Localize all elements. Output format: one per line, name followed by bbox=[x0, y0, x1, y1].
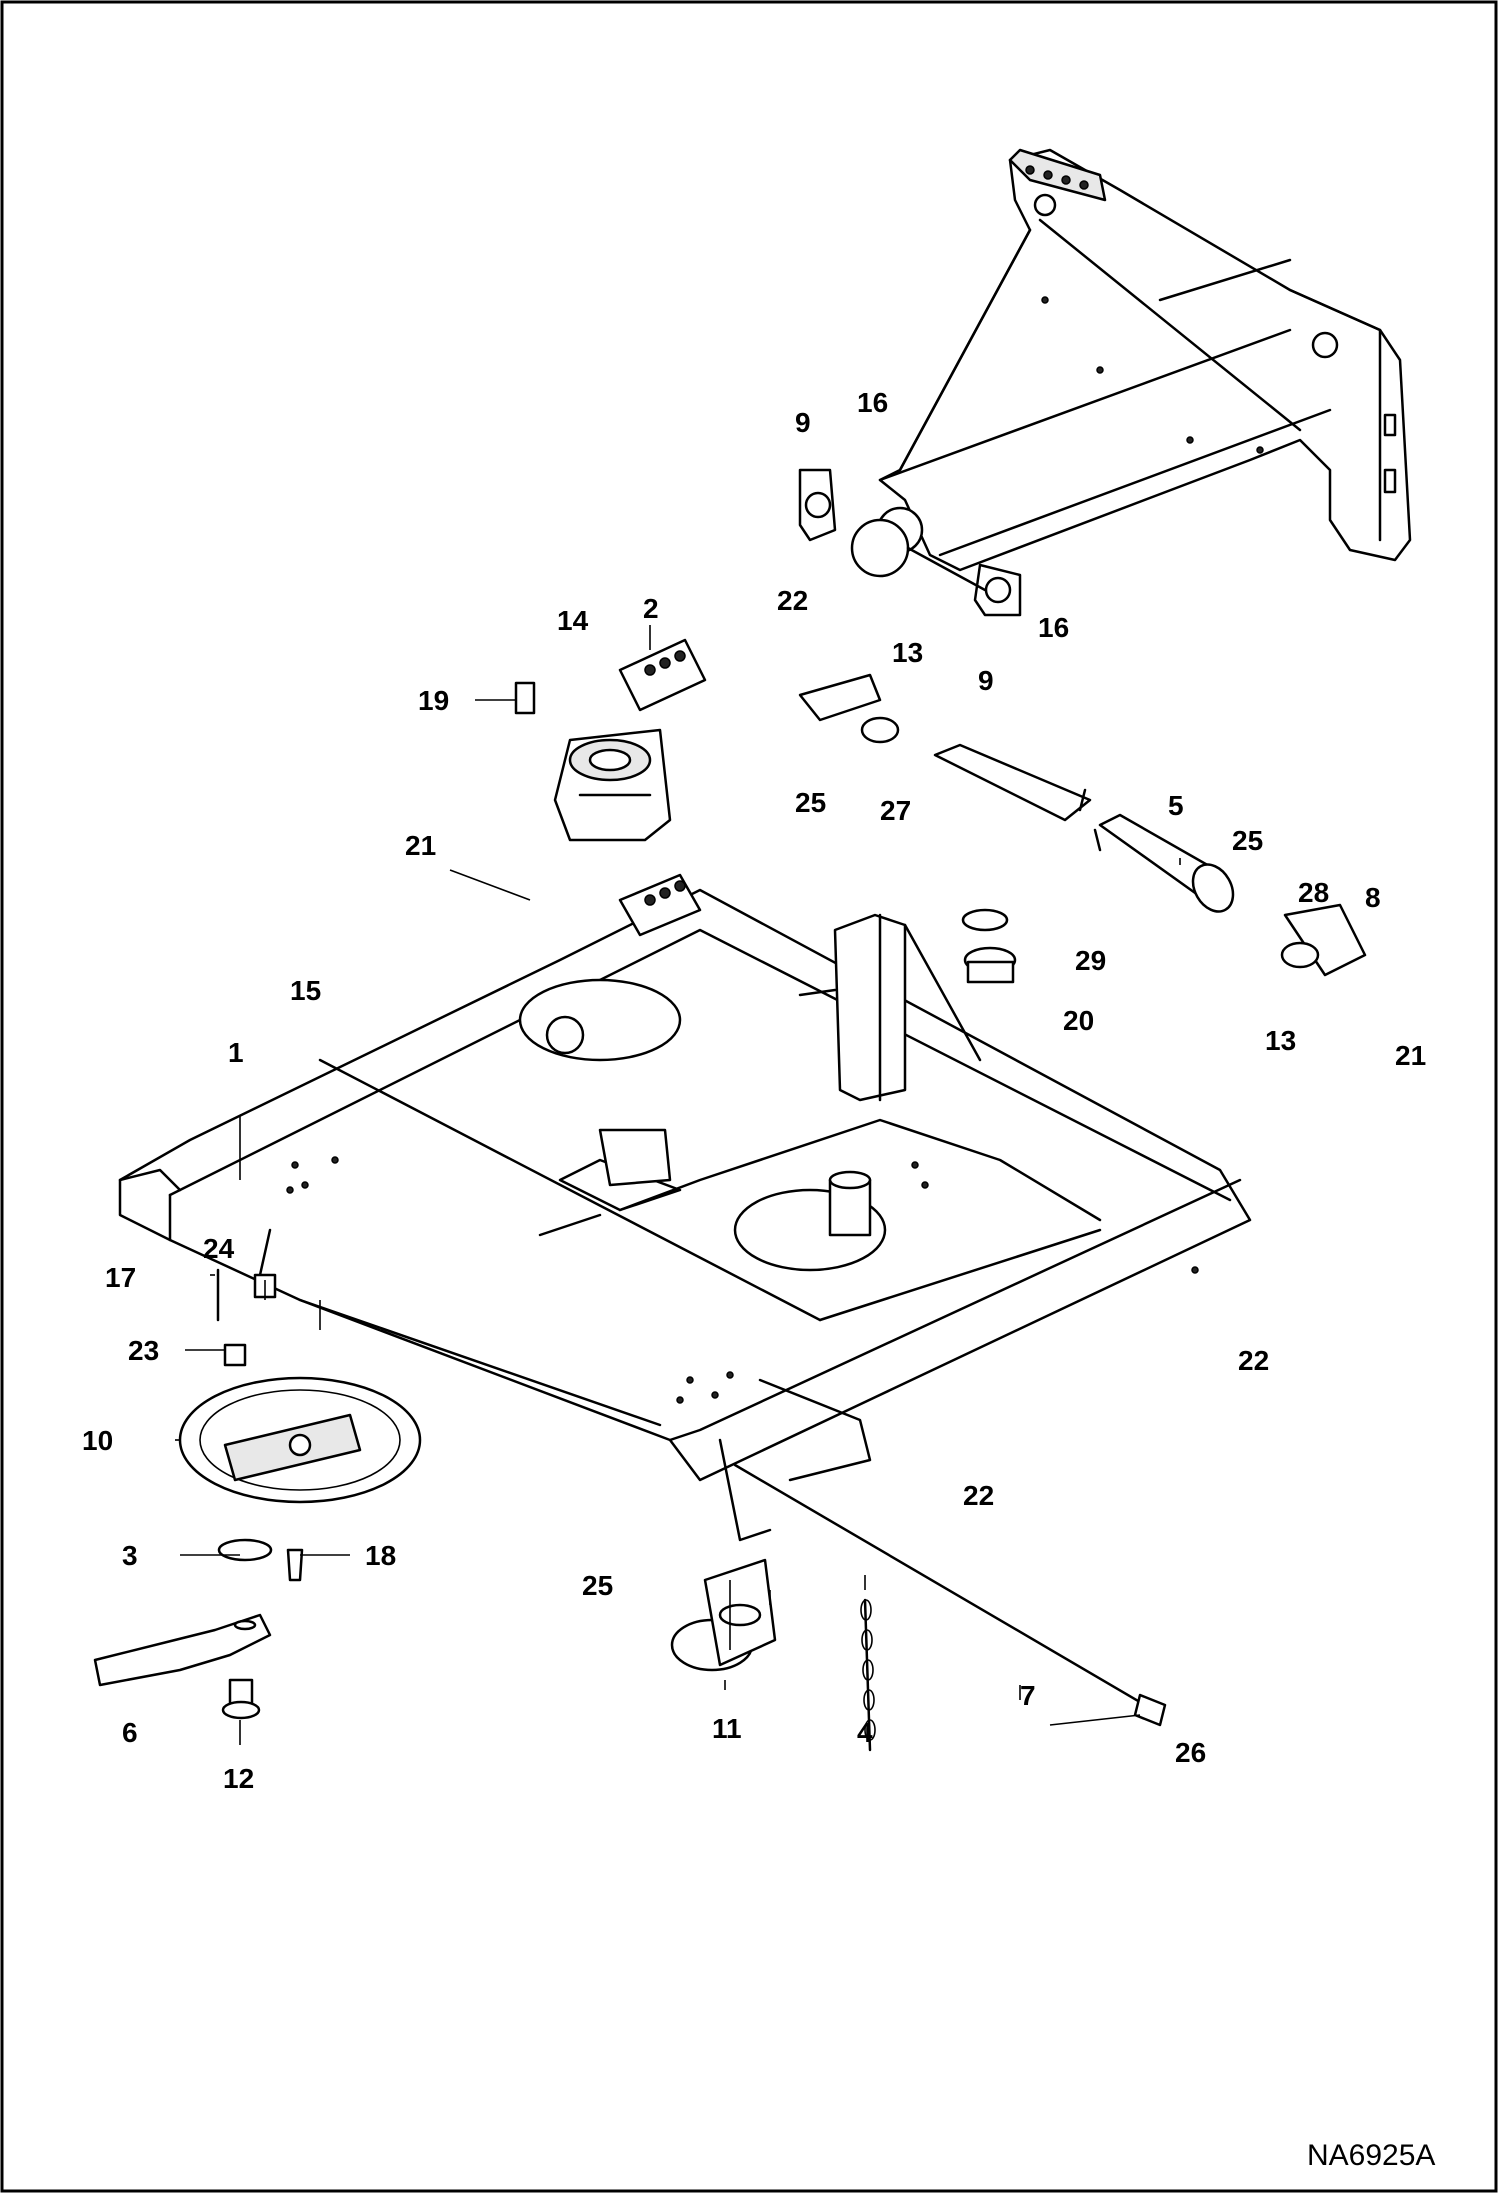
callout-3: 3 bbox=[122, 1540, 138, 1571]
callout-21b: 21 bbox=[1395, 1040, 1426, 1071]
callout-16a: 16 bbox=[857, 387, 888, 418]
isolators bbox=[961, 908, 1017, 984]
callout-22c: 22 bbox=[963, 1480, 994, 1511]
callout-20: 20 bbox=[1063, 1005, 1094, 1036]
callout-6: 6 bbox=[122, 1717, 138, 1748]
callout-1: 1 bbox=[228, 1037, 244, 1068]
drive-shaft bbox=[798, 673, 1367, 977]
callout-2: 2 bbox=[643, 593, 659, 624]
callout-28: 28 bbox=[1298, 877, 1329, 908]
leader-lines bbox=[175, 625, 1181, 1745]
callout-22a: 22 bbox=[777, 585, 808, 616]
rod bbox=[733, 1463, 1167, 1727]
callout-4: 4 bbox=[857, 1717, 873, 1748]
gearbox bbox=[514, 681, 672, 842]
callout-19: 19 bbox=[418, 685, 449, 716]
callout-11: 11 bbox=[712, 1713, 742, 1744]
chain bbox=[860, 1598, 876, 1752]
callout-24: 24 bbox=[203, 1233, 235, 1264]
callout-5: 5 bbox=[1168, 790, 1184, 821]
callout-14: 14 bbox=[557, 605, 589, 636]
callouts: 1 2 3 4 5 6 7 8 9 9 10 11 12 13 13 14 15… bbox=[82, 387, 1435, 2172]
skid-shoe bbox=[670, 1558, 777, 1672]
mount-bearing-halves bbox=[798, 468, 1022, 617]
callout-29: 29 bbox=[1075, 945, 1106, 976]
callout-25b: 25 bbox=[1232, 825, 1263, 856]
callout-8: 8 bbox=[1365, 882, 1381, 913]
callout-9b: 9 bbox=[978, 665, 994, 696]
callout-27: 27 bbox=[880, 795, 911, 826]
callout-26: 26 bbox=[1175, 1737, 1206, 1768]
callout-13b: 13 bbox=[1265, 1025, 1296, 1056]
callout-9a: 9 bbox=[795, 407, 811, 438]
callout-10: 10 bbox=[82, 1425, 113, 1456]
callout-16b: 16 bbox=[1038, 612, 1069, 643]
callout-25c: 25 bbox=[582, 1570, 613, 1601]
callout-15: 15 bbox=[290, 975, 321, 1006]
callout-25a: 25 bbox=[795, 787, 826, 818]
callout-22b: 22 bbox=[1238, 1345, 1269, 1376]
drawing-code: NA6925A bbox=[1307, 2139, 1435, 2172]
callout-21a: 21 bbox=[405, 830, 436, 861]
callout-23: 23 bbox=[128, 1335, 159, 1366]
center-bracket bbox=[798, 913, 982, 1102]
callout-13a: 13 bbox=[892, 637, 923, 668]
callout-18: 18 bbox=[365, 1540, 396, 1571]
callout-7: 7 bbox=[1020, 1680, 1036, 1711]
callout-17: 17 bbox=[105, 1262, 136, 1293]
callout-12: 12 bbox=[223, 1763, 254, 1794]
mounting-frame bbox=[853, 148, 1412, 572]
spacer-plates bbox=[618, 638, 707, 937]
